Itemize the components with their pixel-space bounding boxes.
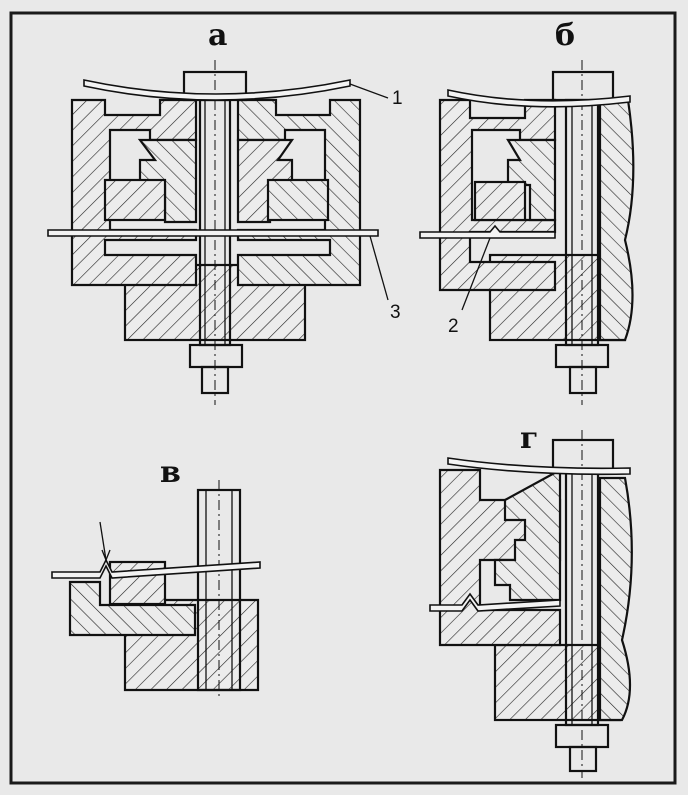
panel-b: б 2 (419, 18, 635, 405)
panel-b-bolt-tip (568, 365, 598, 395)
panel-a-top-sheet (83, 79, 351, 101)
panel-v-label: в (160, 455, 181, 490)
outer-border (9, 11, 677, 785)
panel-v-sheet (51, 558, 261, 579)
callout-1: 1 (392, 88, 403, 109)
panel-g-bolt-tip (568, 745, 598, 773)
panel-b-wedge (506, 138, 557, 222)
panel-g: г (429, 421, 633, 778)
panel-v: в (51, 455, 261, 700)
panel-a-left-housing (70, 98, 198, 287)
panel-b-top-sheet (447, 89, 631, 108)
panel-g-mid-sheet (429, 592, 561, 612)
callout-2: 2 (448, 316, 459, 337)
panel-a: а 1 3 (47, 18, 403, 405)
panel-b-bolt-head (551, 70, 615, 102)
panel-a-nut (188, 343, 244, 369)
panel-a-left-ring (103, 178, 167, 222)
panel-g-label: г (520, 421, 538, 456)
panel-b-housing (438, 98, 557, 292)
panel-a-right-ring (266, 178, 330, 222)
panel-a-label: а (208, 18, 227, 53)
panel-g-bolt-head (551, 438, 615, 472)
callout-3: 3 (390, 302, 401, 323)
panel-b-mid-sheet (419, 224, 556, 239)
panel-a-right-housing (236, 98, 362, 287)
panel-b-right-plate (598, 98, 635, 342)
panel-g-right-plate (598, 476, 633, 722)
panel-g-top-sheet (447, 457, 631, 476)
panel-b-label: б (555, 18, 575, 53)
panel-b-ring (473, 180, 527, 222)
panel-v-housing (68, 580, 197, 637)
panel-a-mid-sheet (47, 229, 379, 237)
